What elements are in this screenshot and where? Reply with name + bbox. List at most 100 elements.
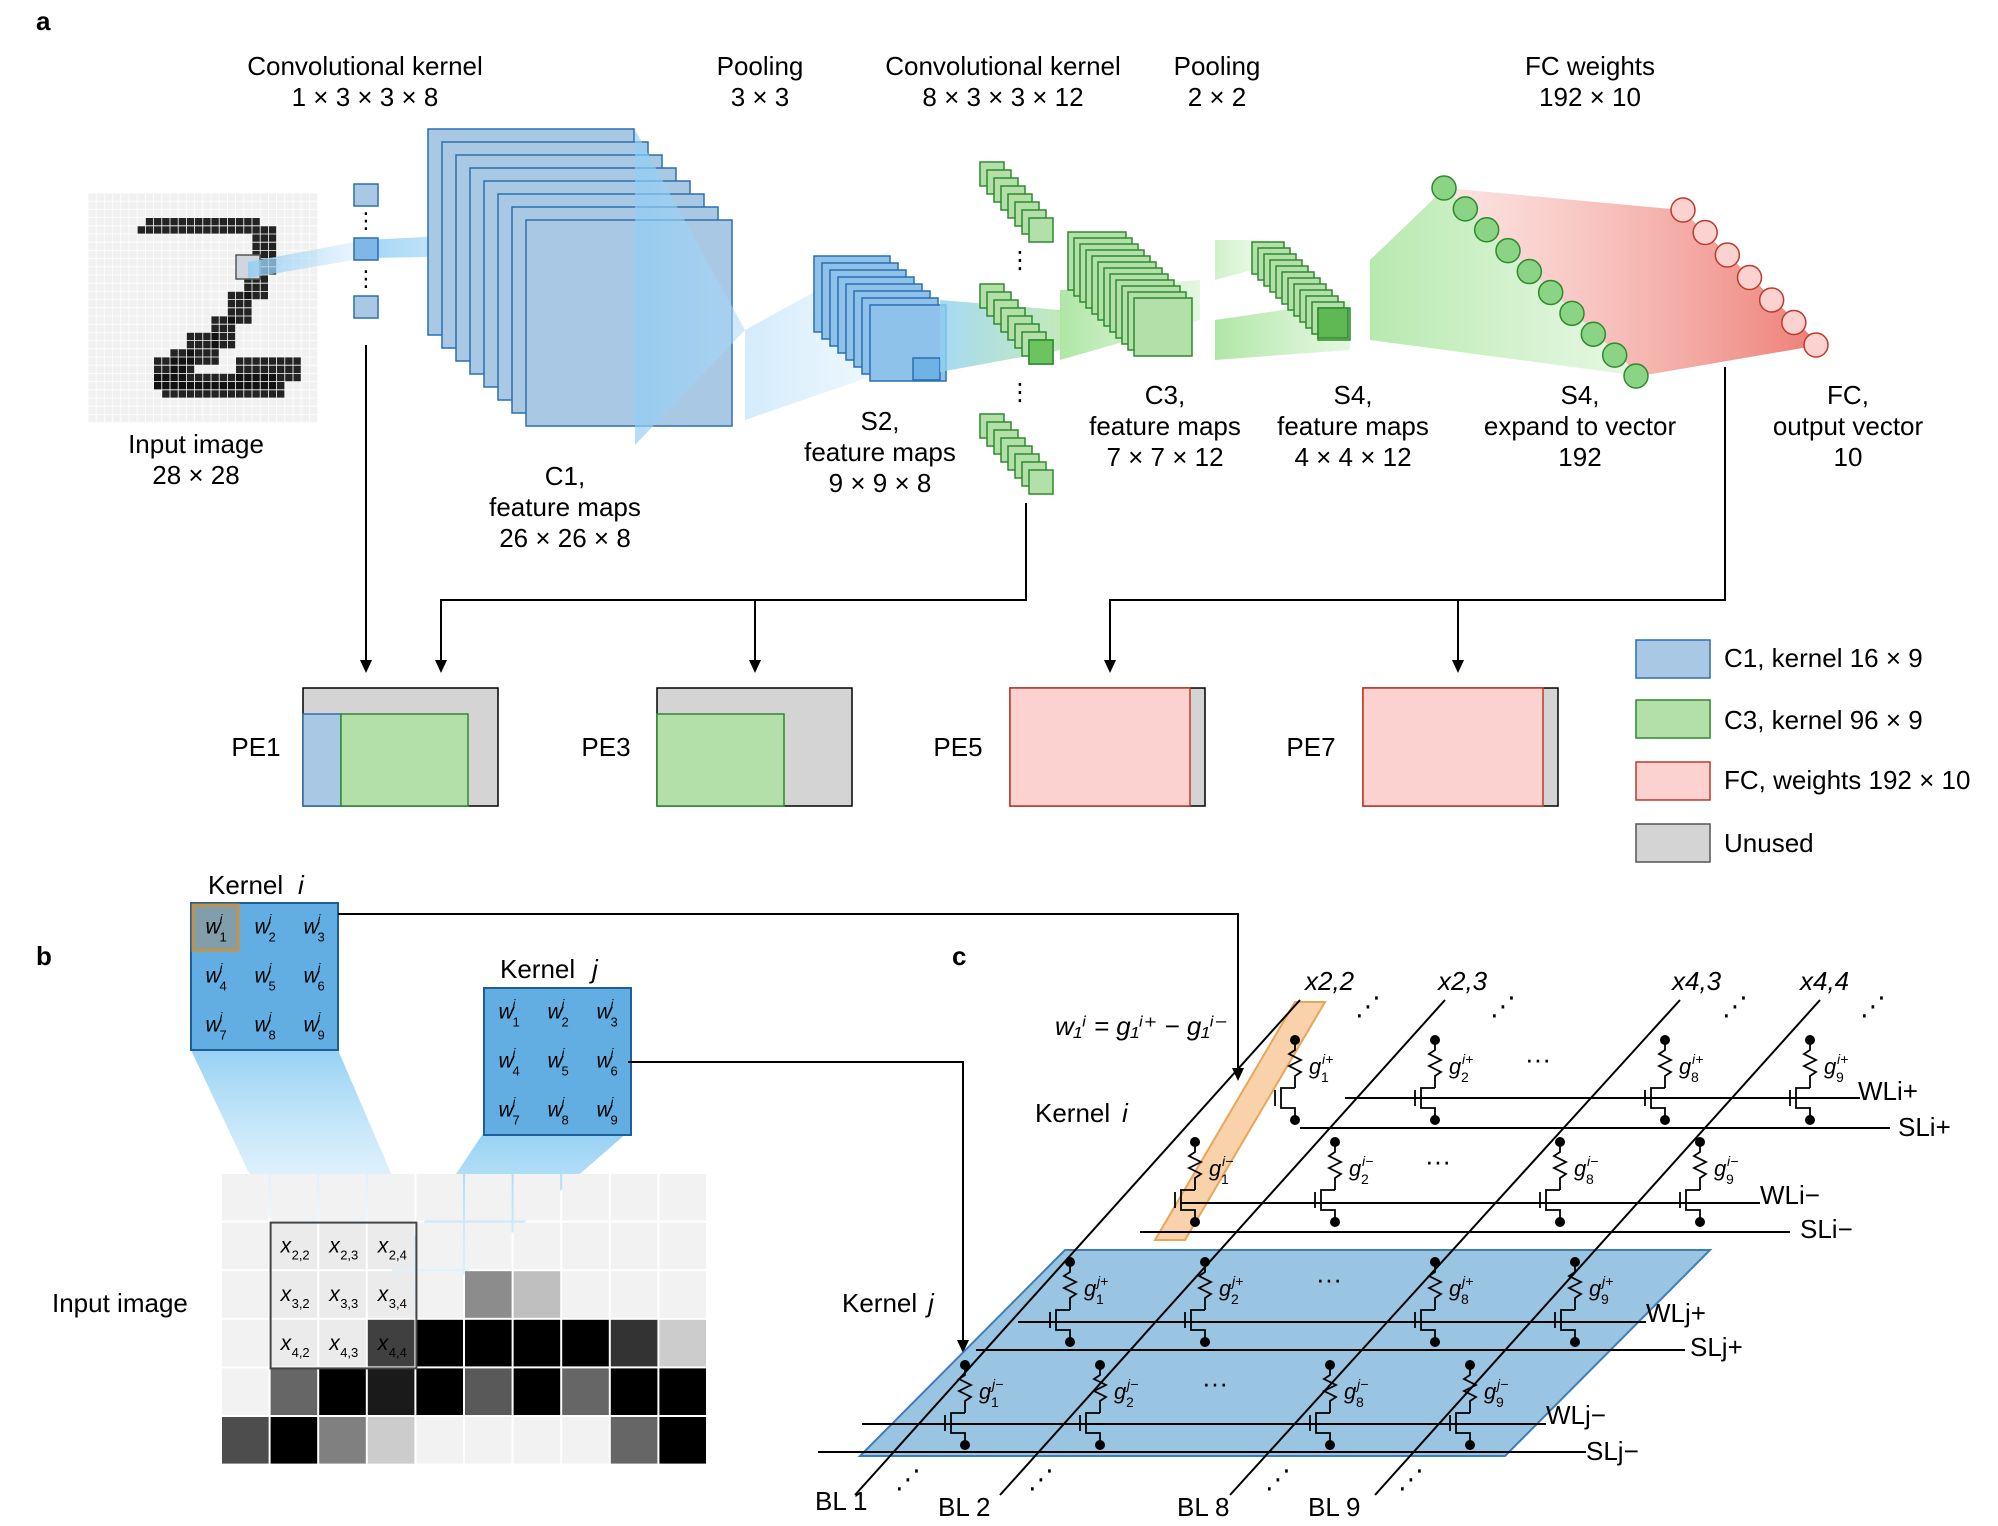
top-diagonal-ellipses: ⋰ ⋰ ⋰ ⋰ — [1355, 991, 1886, 1021]
bitline-labels: BL 1 BL 2 BL 8 BL 9 — [815, 1486, 1361, 1522]
transistor — [1560, 1309, 1576, 1342]
s2-pool-window — [912, 357, 941, 381]
svg-text:BL 1: BL 1 — [815, 1486, 868, 1516]
weight-superscript: j — [511, 1095, 517, 1110]
kernel-connection-lines — [338, 913, 1239, 1342]
svg-text:···: ··· — [1202, 1368, 1228, 1398]
input-pixel — [562, 1174, 609, 1221]
legend-swatch-c1 — [1635, 639, 1711, 679]
input-pixel — [562, 1222, 609, 1270]
conductance-subscript: 9 — [1496, 1394, 1504, 1410]
c3-feature-map — [1133, 297, 1193, 357]
input-pixel — [659, 1319, 706, 1367]
c3-kernel-highlight — [1028, 339, 1054, 365]
svg-text:Pooling: Pooling — [717, 51, 804, 81]
c3-kernel-square — [1028, 469, 1054, 495]
node-dot — [1465, 1440, 1475, 1450]
conductance-subscript: 1 — [1321, 1069, 1329, 1085]
weight-superscript: i — [269, 961, 273, 976]
s4-last-map — [1317, 307, 1349, 339]
svg-text:Convolutional kernel: Convolutional kernel — [247, 51, 483, 81]
kernel-i-grid: wi1wi2wi3wi4wi5wi6wi7wi8wi9wi1 — [190, 902, 339, 1051]
input-pixel — [562, 1319, 609, 1367]
panel-c-kernel-i-label: Kernel i — [1035, 1098, 1129, 1128]
conductance-label: g — [1209, 1156, 1222, 1181]
resistor — [1091, 1365, 1109, 1413]
conductance-label: g — [1574, 1156, 1587, 1181]
kernel-weight-8: w — [255, 1014, 272, 1037]
input-pixel — [319, 1222, 366, 1270]
panel-c-kernel-j-label: Kernel j — [842, 1288, 935, 1318]
svg-text:S4,: S4, — [1560, 380, 1599, 410]
conductance-label: g — [1084, 1276, 1097, 1301]
input-pixel — [367, 1319, 415, 1367]
vector-node — [1580, 321, 1607, 347]
kernel-weight-2: w — [548, 1001, 565, 1024]
svg-text:x2,3: x2,3 — [1436, 966, 1488, 996]
transistor — [1650, 1087, 1666, 1120]
input-pixel — [513, 1271, 561, 1318]
legend: C1, kernel 16 × 9 C3, kernel 96 × 9 FC, … — [1635, 639, 1970, 863]
bit-line — [1374, 999, 1821, 1496]
input-pixel — [270, 1319, 318, 1367]
transistor — [1085, 1412, 1101, 1445]
input-pixel — [270, 1271, 318, 1318]
input-pixel — [610, 1174, 658, 1221]
svg-text:8 × 3 × 3 × 12: 8 × 3 × 3 × 12 — [922, 82, 1083, 112]
kernel-grid-bg — [483, 987, 632, 1136]
svg-text:⋰: ⋰ — [895, 1464, 921, 1494]
svg-text:7 × 7 × 12: 7 × 7 × 12 — [1106, 442, 1223, 472]
svg-text:feature maps: feature maps — [804, 437, 956, 467]
kernel-weight-6: w — [597, 1050, 614, 1073]
weight-superscript: i — [269, 1010, 273, 1025]
beam-c1-s2 — [635, 130, 890, 445]
kernel-weight-7: w — [499, 1099, 516, 1122]
svg-text:⋰: ⋰ — [1265, 1464, 1291, 1494]
svg-text:x4,3: x4,3 — [1670, 966, 1722, 996]
vector-node — [1431, 175, 1457, 201]
svg-text:i: i — [1122, 1098, 1129, 1128]
digit-stroke — [137, 225, 277, 234]
kernel-weight-3: w — [304, 916, 321, 939]
vector-node — [1559, 300, 1585, 327]
weight-superscript: j — [511, 997, 517, 1012]
conductance-superscript: i+ — [1322, 1051, 1333, 1067]
weight-superscript: j — [609, 1046, 615, 1061]
weight-subscript: 3 — [318, 930, 325, 945]
node-dot — [1325, 1440, 1335, 1450]
input-pixel — [610, 1368, 658, 1415]
input-pixel — [610, 1319, 658, 1367]
kernel-weight-7: w — [206, 1014, 223, 1037]
svg-text:192: 192 — [1558, 442, 1601, 472]
input-pixel — [367, 1417, 415, 1464]
input-pixel — [513, 1222, 561, 1270]
fc-output-node — [1758, 287, 1785, 313]
weight-subscript: 2 — [269, 930, 276, 945]
kernel-weight-1: w — [206, 916, 223, 939]
kernel-weight-6: w — [304, 965, 321, 988]
beam-fc — [1445, 188, 1820, 376]
panel-c-letter: c — [952, 941, 966, 971]
weight-subscript: 6 — [611, 1064, 618, 1079]
bit-line — [854, 999, 1301, 1496]
kernel-j-label: Kernel j — [500, 954, 599, 984]
patch-input-subscript: 3,3 — [340, 1296, 358, 1311]
input-pixel — [659, 1174, 706, 1221]
vector-node — [1601, 342, 1628, 368]
fc-output-label: FC, output vector 10 — [1773, 380, 1924, 472]
patch-input-subscript: 4,3 — [340, 1345, 358, 1360]
svg-text:feature maps: feature maps — [1277, 411, 1429, 441]
input-pixel — [367, 1271, 415, 1318]
svg-text:feature maps: feature maps — [1089, 411, 1241, 441]
input-pixel — [416, 1417, 463, 1464]
weight-superscript: j — [609, 997, 615, 1012]
s4-feature-map-stack — [1251, 241, 1351, 341]
input-pixel — [270, 1417, 318, 1464]
node-dot — [1065, 1337, 1075, 1347]
